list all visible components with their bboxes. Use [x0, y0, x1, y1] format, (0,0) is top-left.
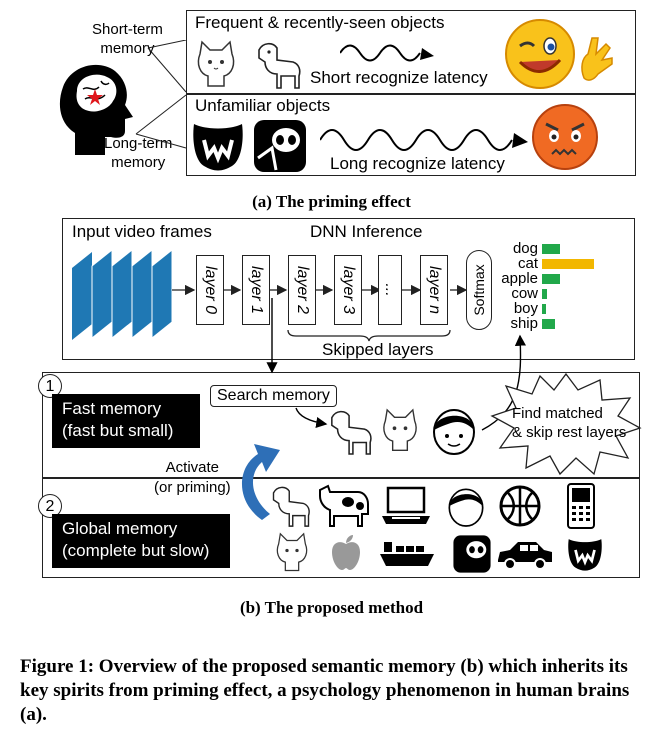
global-memory-label: Global memory (complete but slow): [52, 514, 230, 568]
ship-icon: [380, 542, 434, 566]
bar-cat: [542, 259, 594, 269]
find-matched-label: Find matched & skip rest layers: [512, 405, 627, 441]
dnn-inference-label: DNN Inference: [310, 222, 423, 241]
memory-divider: [42, 477, 640, 479]
wink-emoji-icon: [505, 19, 613, 89]
caption-b: (b) The proposed method: [239, 598, 424, 617]
short-term-label: Short-term memory: [92, 21, 163, 57]
bar-label-apple: apple: [501, 270, 538, 287]
unfamiliar-objects-label: Unfamiliar objects: [195, 96, 331, 115]
long-wave-arrow: [320, 129, 528, 151]
global-dog-icon: [272, 486, 310, 527]
memory-pointer-lines: [135, 40, 187, 149]
car-icon: [498, 542, 552, 570]
layer-ellipsis: ...: [378, 255, 402, 325]
softmax-box: Softmax: [466, 250, 492, 330]
global-sloth-icon: [453, 535, 491, 573]
bar-label-cow: cow: [511, 285, 538, 302]
phone-icon: [567, 483, 595, 529]
bar-label-boy: boy: [513, 300, 538, 317]
layer-3: layer 3: [334, 255, 362, 325]
laptop-icon: [382, 486, 430, 524]
bar-apple: [542, 274, 561, 284]
short-wave-arrow: [340, 44, 434, 62]
bar-dog: [542, 244, 561, 254]
search-memory-label: Search memory: [210, 385, 337, 407]
layer-flow-arrows: [172, 284, 468, 296]
bar-boy: [542, 304, 547, 314]
bar-label-cat: cat: [517, 255, 538, 272]
activate-label: Activate (or priming): [154, 459, 231, 496]
fast-memory-label: Fast memory (fast but small): [52, 394, 200, 448]
layer-0: layer 0: [196, 255, 224, 325]
cat-icon: [197, 40, 235, 87]
angry-emoji-icon: [532, 104, 598, 170]
priming-divider: [186, 93, 636, 95]
cow-icon: [319, 484, 369, 527]
global-monster-icon: [568, 539, 602, 571]
global-cat-icon: [276, 532, 308, 572]
skipped-layers-brace: [287, 329, 451, 342]
input-frames-label: Input video frames: [72, 222, 212, 241]
layer-1: layer 1: [242, 255, 270, 325]
apple-icon: [332, 535, 360, 570]
head-brain-icon: [59, 64, 134, 155]
sloth-icon: [254, 120, 306, 172]
bar-cow: [542, 289, 548, 299]
activate-arrow: [241, 444, 280, 520]
bar-ship: [542, 319, 555, 329]
global-boy-icon: [448, 488, 484, 527]
layer-2: layer 2: [288, 255, 316, 325]
find-matched-burst: [490, 372, 642, 476]
monster-icon: [193, 124, 243, 171]
video-frames-icon: [72, 248, 173, 340]
bar-label-ship: ship: [510, 315, 538, 332]
boy-face-icon: [433, 409, 475, 455]
caption-a: (a) The priming effect: [252, 192, 411, 211]
short-latency-label: Short recognize latency: [310, 68, 488, 87]
long-latency-label: Long recognize latency: [330, 154, 505, 173]
bar-label-dog: dog: [512, 240, 538, 257]
skipped-layers-label: Skipped layers: [322, 340, 434, 359]
basketball-icon: [499, 485, 541, 527]
dog-icon: [258, 42, 301, 89]
figure-caption: Figure 1: Overview of the proposed seman…: [20, 656, 630, 725]
fast-dog-icon: [331, 410, 372, 455]
fast-cat-icon: [383, 408, 417, 451]
layer-n: layer n: [420, 255, 448, 325]
frequent-objects-label: Frequent & recently-seen objects: [195, 13, 445, 32]
